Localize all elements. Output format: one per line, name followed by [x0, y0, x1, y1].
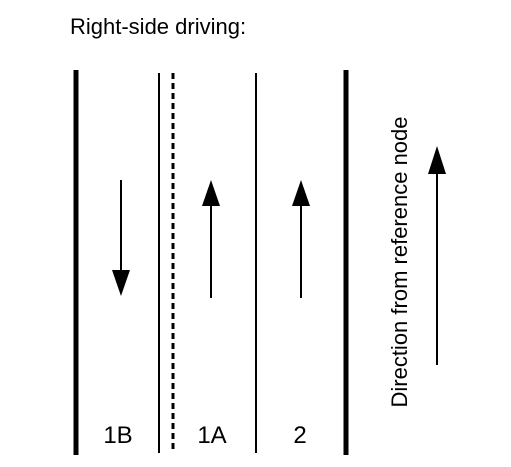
lane-label-1a: 1A [197, 422, 227, 449]
diagram-title: Right-side driving: [70, 14, 247, 39]
lane-label-1b: 1B [103, 422, 133, 449]
arrow-down-icon [112, 180, 130, 296]
arrow-up-icon [292, 180, 310, 298]
reference-direction-text: Direction from reference node [387, 116, 412, 408]
lane-label-2: 2 [293, 422, 307, 449]
reference-direction-arrow-icon [428, 146, 446, 365]
arrow-up-icon [202, 180, 220, 298]
